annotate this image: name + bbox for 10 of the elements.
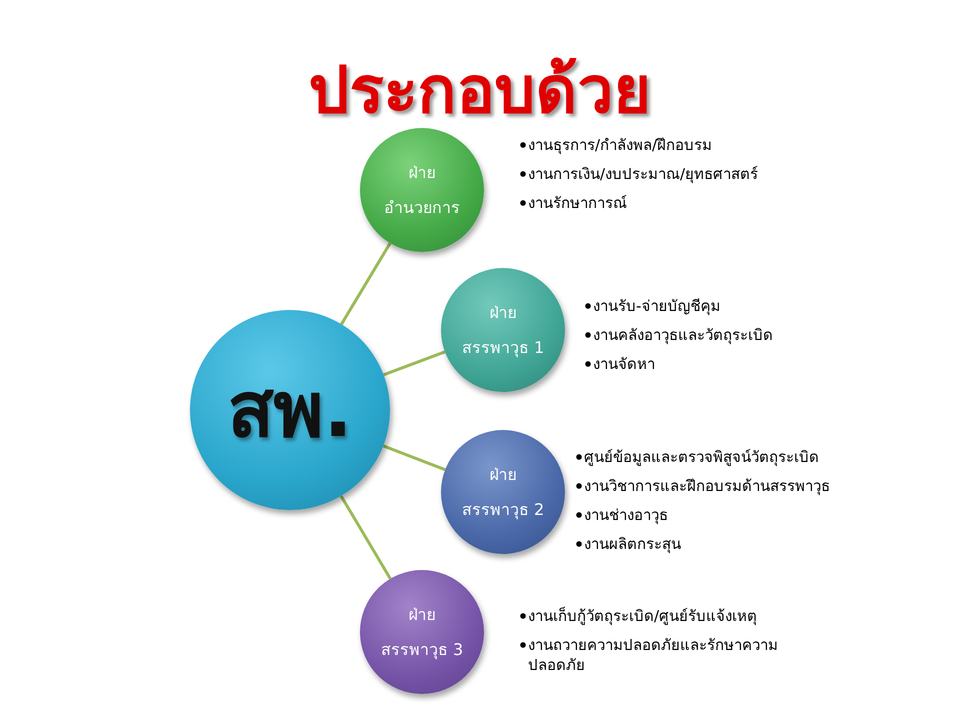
connector-line bbox=[383, 350, 446, 376]
center-circle: สพ. bbox=[190, 310, 390, 510]
title: ประกอบด้วย bbox=[308, 54, 652, 128]
connector-line bbox=[340, 242, 392, 326]
division-circle: ฝ่าย สรรพาวุธ 1 bbox=[441, 268, 565, 392]
division-circle: ฝ่าย อำนวยการ bbox=[360, 128, 484, 252]
connector-line bbox=[340, 495, 392, 580]
division-circle: ฝ่าย สรรพาวุธ 3 bbox=[360, 570, 484, 694]
division-circle: ฝ่าย สรรพาวุธ 2 bbox=[441, 430, 565, 554]
connector-line bbox=[382, 444, 446, 472]
